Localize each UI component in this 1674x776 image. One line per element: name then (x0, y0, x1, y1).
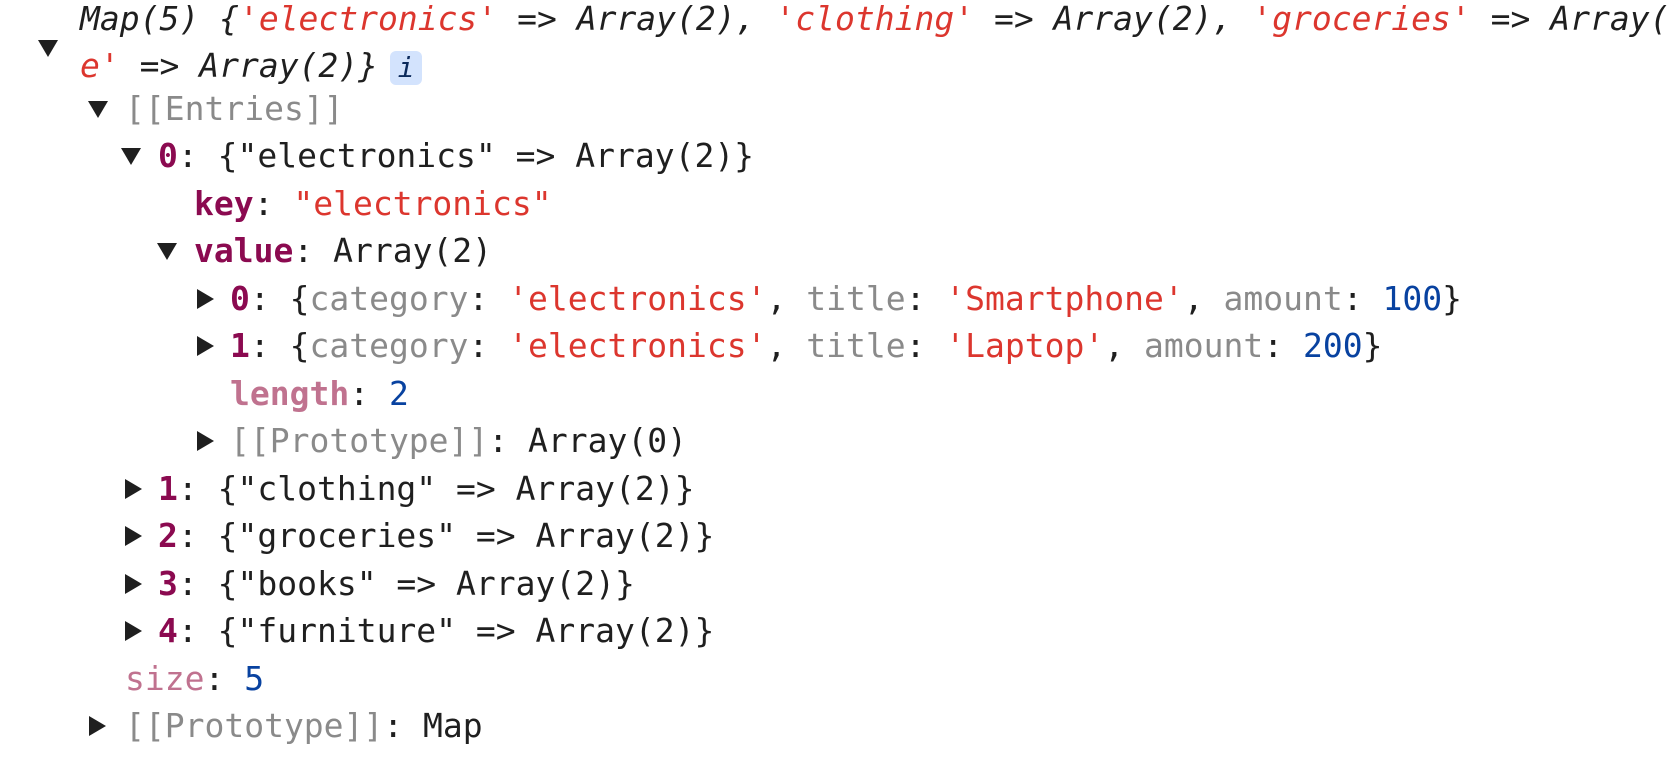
expand-arrow-icon[interactable] (197, 289, 214, 309)
size-value: 5 (244, 659, 265, 698)
map-prototype-row[interactable]: [[Prototype]]: Map (0, 702, 1674, 750)
summary-key: 'clothing' (775, 0, 975, 38)
entry-index: 3 (158, 564, 178, 603)
collapse-arrow-icon[interactable] (88, 101, 108, 118)
collapse-map-arrow[interactable] (38, 40, 58, 57)
item-index: 1 (230, 326, 250, 365)
entry-row-2[interactable]: 2: {"groceries" => Array(2)} (0, 512, 1674, 560)
size-label: size (125, 659, 205, 698)
map-summary-line-2[interactable]: e' => Array(2)} i (0, 42, 1674, 90)
prop-key: title (806, 279, 906, 318)
length-value: 2 (388, 374, 409, 413)
array-item-row[interactable]: 0: {category: 'electronics', title: 'Sma… (0, 275, 1674, 323)
summary-value: => Array(2)} (119, 46, 379, 85)
prop-key: title (806, 326, 906, 365)
prototype-label: [[Prototype]] (230, 421, 489, 460)
prop-value: 'electronics' (508, 326, 767, 365)
array-item-row[interactable]: 1: {category: 'electronics', title: 'Lap… (0, 322, 1674, 370)
summary-key: e' (80, 46, 120, 85)
summary-value: => Array(2), (974, 0, 1253, 38)
entries-label: [[Entries]] (125, 89, 344, 128)
summary-value: => Array( (1470, 0, 1670, 38)
entry-index: 0 (158, 136, 178, 175)
expand-arrow-icon[interactable] (125, 479, 142, 499)
prop-key: amount (1223, 279, 1343, 318)
summary-value: => Array(2), (497, 0, 776, 38)
map-summary-line[interactable]: Map(5) {'electronics' => Array(2), 'clot… (0, 0, 1674, 43)
summary-key: 'groceries' (1252, 0, 1471, 38)
expand-arrow-icon[interactable] (89, 716, 106, 736)
entry-preview: {"books" => Array(2)} (217, 564, 635, 603)
prop-key: category (309, 326, 469, 365)
info-badge[interactable]: i (390, 50, 423, 85)
prototype-value: Array(0) (528, 421, 687, 460)
expand-arrow-icon[interactable] (197, 431, 214, 451)
value-type: Array(2) (333, 231, 493, 270)
summary-key: 'electronics' (238, 0, 498, 38)
collapse-arrow-icon[interactable] (121, 148, 141, 165)
entry-value-row[interactable]: value: Array(2) (0, 227, 1674, 275)
length-row: length: 2 (230, 374, 409, 413)
expand-arrow-icon[interactable] (197, 336, 214, 356)
entry-row-3[interactable]: 3: {"books" => Array(2)} (0, 560, 1674, 608)
collapse-arrow-icon[interactable] (157, 243, 177, 260)
entry-row-1[interactable]: 1: {"clothing" => Array(2)} (0, 465, 1674, 513)
prop-value: 100 (1382, 279, 1443, 318)
prop-key: amount (1144, 326, 1264, 365)
prop-value: 'Smartphone' (945, 279, 1184, 318)
item-index: 0 (230, 279, 250, 318)
entry-row-4[interactable]: 4: {"furniture" => Array(2)} (0, 607, 1674, 655)
prop-value: 'Laptop' (945, 326, 1105, 365)
size-row: size: 5 (125, 659, 265, 698)
entry-index: 4 (158, 611, 178, 650)
entry-row-0[interactable]: 0: {"electronics" => Array(2)} (0, 132, 1674, 180)
entries-row[interactable]: [[Entries]] (0, 85, 1674, 133)
entry-preview: {"furniture" => Array(2)} (217, 611, 715, 650)
entry-preview: {"groceries" => Array(2)} (217, 516, 715, 555)
prop-value: 'electronics' (508, 279, 767, 318)
key-label: key (194, 184, 254, 223)
entry-preview: {"clothing" => Array(2)} (217, 469, 695, 508)
array-prototype-row[interactable]: [[Prototype]]: Array(0) (0, 417, 1674, 465)
map-type: Map(5) { (80, 0, 239, 38)
value-label: value (194, 231, 294, 270)
entry-preview: {"electronics" => Array(2)} (217, 136, 755, 175)
prototype-label: [[Prototype]] (125, 706, 384, 745)
key-value: "electronics" (293, 184, 552, 223)
prop-key: category (309, 279, 469, 318)
length-label: length (230, 374, 350, 413)
prop-value: 200 (1302, 326, 1363, 365)
expand-arrow-icon[interactable] (125, 574, 142, 594)
entry-key-row: key: "electronics" (194, 184, 552, 223)
prototype-value: Map (423, 706, 483, 745)
entry-index: 2 (158, 516, 178, 555)
expand-arrow-icon[interactable] (125, 526, 142, 546)
expand-arrow-icon[interactable] (125, 621, 142, 641)
entry-index: 1 (158, 469, 178, 508)
